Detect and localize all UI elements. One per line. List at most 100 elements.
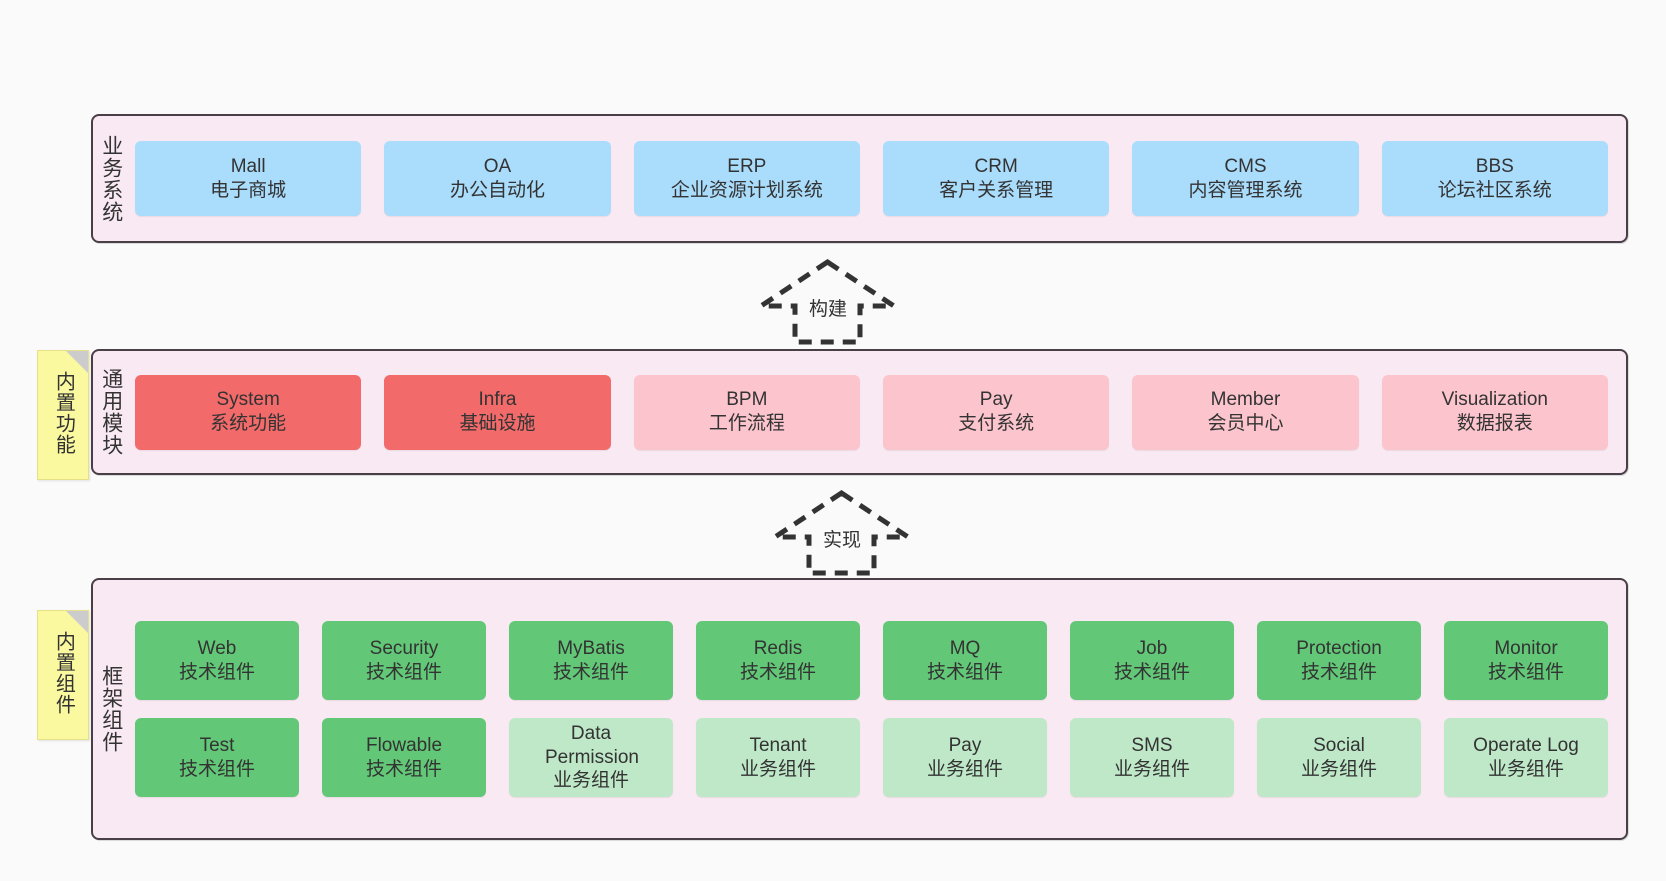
note-fold-icon bbox=[66, 351, 88, 373]
component-protection[interactable]: Protection 技术组件 bbox=[1257, 621, 1421, 700]
component-mq[interactable]: MQ 技术组件 bbox=[883, 621, 1047, 700]
component-operate-log-name: Operate Log bbox=[1473, 734, 1579, 756]
module-cms-name: CMS bbox=[1224, 155, 1267, 177]
layer-business-systems-body: Mall 电子商城 OA 办公自动化 ERP 企业资源计划系统 CRM 客户关系… bbox=[129, 116, 1626, 241]
layer-common-modules-body: System 系统功能 Infra 基础设施 BPM 工作流程 Pay 支付系统… bbox=[129, 351, 1626, 473]
component-redis-name: Redis bbox=[753, 637, 803, 659]
component-operate-log-desc: 业务组件 bbox=[1487, 758, 1564, 780]
component-security-name: Security bbox=[369, 637, 439, 659]
layer-framework-row-tech: Web 技术组件 Security 技术组件 MyBatis 技术组件 Redi… bbox=[135, 621, 1608, 700]
component-operate-log[interactable]: Operate Log 业务组件 bbox=[1444, 718, 1608, 797]
module-cms-desc: 内容管理系统 bbox=[1188, 179, 1303, 201]
note-builtin-functions-text: 内置功能 bbox=[52, 371, 75, 455]
module-mall-name: Mall bbox=[230, 155, 266, 177]
module-infra[interactable]: Infra 基础设施 bbox=[384, 374, 611, 450]
module-member-name: Member bbox=[1210, 389, 1281, 411]
module-mall-desc: 电子商城 bbox=[210, 179, 287, 201]
module-erp-name: ERP bbox=[727, 155, 767, 177]
component-flowable-desc: 技术组件 bbox=[365, 758, 442, 780]
module-system[interactable]: System 系统功能 bbox=[135, 374, 362, 450]
note-builtin-functions: 内置功能 bbox=[37, 350, 89, 480]
module-bbs[interactable]: BBS 论坛社区系统 bbox=[1381, 141, 1608, 216]
module-member-desc: 会员中心 bbox=[1207, 413, 1284, 434]
layer-framework-components-label: 框架组件 bbox=[99, 665, 123, 753]
layer-common-modules-row: System 系统功能 Infra 基础设施 BPM 工作流程 Pay 支付系统… bbox=[135, 374, 1608, 450]
component-mq-name: MQ bbox=[949, 637, 981, 659]
module-system-name: System bbox=[216, 389, 280, 411]
module-oa-desc: 办公自动化 bbox=[449, 179, 545, 201]
module-bbs-name: BBS bbox=[1475, 155, 1514, 177]
module-infra-name: Infra bbox=[478, 389, 517, 411]
module-crm[interactable]: CRM 客户关系管理 bbox=[882, 141, 1110, 216]
component-security[interactable]: Security 技术组件 bbox=[322, 621, 486, 700]
layer-framework-components-body: Web 技术组件 Security 技术组件 MyBatis 技术组件 Redi… bbox=[129, 580, 1626, 838]
note-builtin-components-text: 内置组件 bbox=[52, 631, 75, 715]
component-social[interactable]: Social 业务组件 bbox=[1257, 718, 1421, 797]
component-web-desc: 技术组件 bbox=[178, 661, 255, 683]
component-monitor-desc: 技术组件 bbox=[1487, 661, 1564, 683]
module-crm-name: CRM bbox=[974, 155, 1018, 177]
connector-implement-label: 实现 bbox=[822, 530, 861, 551]
component-data-permission[interactable]: Data Permission 业务组件 bbox=[509, 718, 673, 797]
module-bbs-desc: 论坛社区系统 bbox=[1437, 179, 1552, 201]
module-oa-name: OA bbox=[483, 155, 512, 177]
module-mall[interactable]: Mall 电子商城 bbox=[135, 141, 362, 216]
connector-implement: 实现 bbox=[771, 490, 913, 576]
module-bpm[interactable]: BPM 工作流程 bbox=[633, 374, 860, 450]
component-protection-desc: 技术组件 bbox=[1300, 661, 1377, 683]
component-social-name: Social bbox=[1313, 734, 1365, 756]
component-mybatis-name: MyBatis bbox=[557, 637, 625, 659]
connector-build: 构建 bbox=[757, 259, 899, 345]
component-mybatis[interactable]: MyBatis 技术组件 bbox=[509, 621, 673, 700]
component-monitor-name: Monitor bbox=[1494, 637, 1558, 659]
module-erp-desc: 企业资源计划系统 bbox=[670, 179, 823, 201]
component-tenant-desc: 业务组件 bbox=[739, 758, 816, 780]
module-erp[interactable]: ERP 企业资源计划系统 bbox=[633, 141, 860, 216]
note-fold-icon bbox=[66, 611, 88, 633]
component-mq-desc: 技术组件 bbox=[926, 661, 1003, 683]
component-job[interactable]: Job 技术组件 bbox=[1070, 621, 1234, 700]
component-redis[interactable]: Redis 技术组件 bbox=[696, 621, 860, 700]
component-pay-desc: 业务组件 bbox=[926, 758, 1003, 780]
component-mybatis-desc: 技术组件 bbox=[552, 661, 629, 683]
module-pay[interactable]: Pay 支付系统 bbox=[882, 374, 1110, 450]
component-test-name: Test bbox=[199, 734, 235, 756]
component-monitor[interactable]: Monitor 技术组件 bbox=[1444, 621, 1608, 700]
component-web-name: Web bbox=[197, 637, 237, 659]
module-visualization-name: Visualization bbox=[1441, 389, 1548, 411]
module-infra-desc: 基础设施 bbox=[459, 413, 536, 434]
layer-framework-components: 框架组件 Web 技术组件 Security 技术组件 MyBatis 技术组件… bbox=[91, 578, 1628, 840]
component-sms-name: SMS bbox=[1131, 734, 1173, 756]
component-protection-name: Protection bbox=[1296, 637, 1382, 659]
component-web[interactable]: Web 技术组件 bbox=[135, 621, 299, 700]
module-pay-name: Pay bbox=[979, 389, 1013, 411]
component-pay[interactable]: Pay 业务组件 bbox=[883, 718, 1047, 797]
module-member[interactable]: Member 会员中心 bbox=[1132, 374, 1359, 450]
layer-business-systems: 业务系统 Mall 电子商城 OA 办公自动化 ERP 企业资源计划系统 CRM… bbox=[91, 114, 1628, 243]
layer-framework-row-business: Test 技术组件 Flowable 技术组件 Data Permission … bbox=[135, 718, 1608, 797]
component-flowable[interactable]: Flowable 技术组件 bbox=[322, 718, 486, 797]
module-pay-desc: 支付系统 bbox=[958, 413, 1035, 434]
module-visualization-desc: 数据报表 bbox=[1456, 413, 1533, 434]
component-sms-desc: 业务组件 bbox=[1113, 758, 1190, 780]
layer-common-modules-label: 通用模块 bbox=[99, 368, 123, 456]
component-sms[interactable]: SMS 业务组件 bbox=[1070, 718, 1234, 797]
component-data-permission-name: Data Permission bbox=[545, 722, 639, 768]
layer-common-modules: 通用模块 System 系统功能 Infra 基础设施 BPM 工作流程 Pay… bbox=[91, 349, 1628, 475]
component-tenant[interactable]: Tenant 业务组件 bbox=[696, 718, 860, 797]
component-test[interactable]: Test 技术组件 bbox=[135, 718, 299, 797]
component-pay-name: Pay bbox=[948, 734, 982, 756]
module-oa[interactable]: OA 办公自动化 bbox=[384, 141, 611, 216]
component-flowable-name: Flowable bbox=[365, 734, 443, 756]
component-social-desc: 业务组件 bbox=[1300, 758, 1377, 780]
component-job-name: Job bbox=[1136, 637, 1168, 659]
layer-business-systems-label: 业务系统 bbox=[99, 134, 123, 223]
connector-build-label: 构建 bbox=[808, 299, 847, 320]
component-tenant-name: Tenant bbox=[749, 734, 807, 756]
module-system-desc: 系统功能 bbox=[210, 413, 287, 434]
module-cms[interactable]: CMS 内容管理系统 bbox=[1132, 141, 1359, 216]
module-visualization[interactable]: Visualization 数据报表 bbox=[1381, 374, 1608, 450]
module-crm-desc: 客户关系管理 bbox=[939, 179, 1054, 201]
component-redis-desc: 技术组件 bbox=[739, 661, 816, 683]
